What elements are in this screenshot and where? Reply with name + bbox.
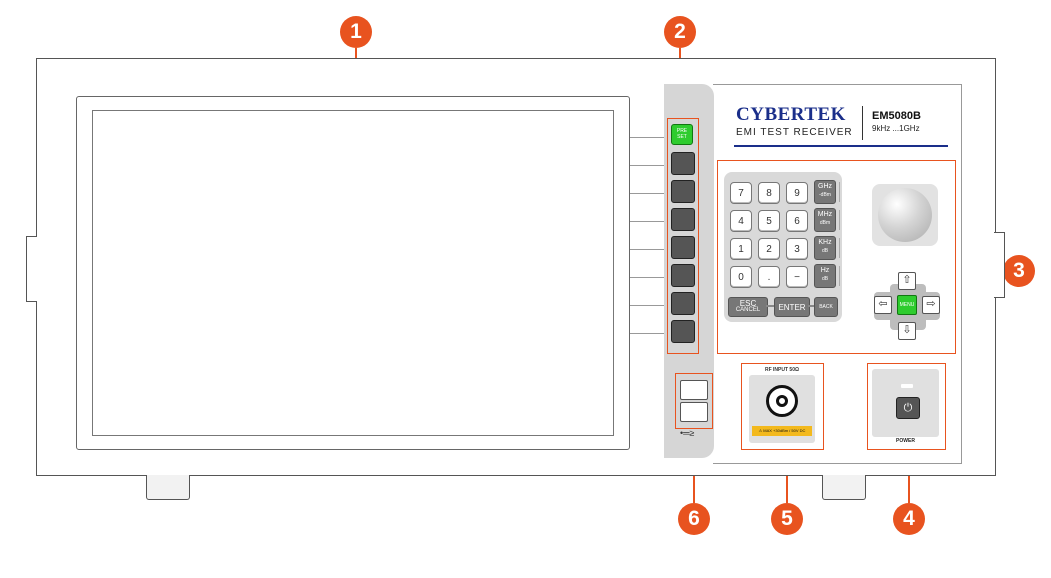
unit-key-mhz-line2: dBm bbox=[819, 220, 831, 226]
softkey-group-highlight bbox=[667, 118, 699, 354]
enter-key[interactable]: ENTER bbox=[774, 297, 810, 317]
softkey-3[interactable] bbox=[671, 208, 695, 231]
softkey-tick bbox=[630, 221, 668, 222]
key-5[interactable]: 5 bbox=[758, 210, 780, 232]
softkey-7[interactable] bbox=[671, 320, 695, 343]
rf-input-connector[interactable] bbox=[766, 385, 798, 417]
unit-key-khz[interactable]: KHz dB bbox=[814, 236, 836, 260]
cancel-label: CANCEL bbox=[735, 307, 761, 313]
display-screen bbox=[92, 110, 614, 436]
softkey-5[interactable] bbox=[671, 264, 695, 287]
usb-port-1[interactable] bbox=[680, 380, 708, 400]
right-handle bbox=[994, 232, 1005, 298]
arrow-up-button[interactable]: ⇧ bbox=[898, 272, 916, 290]
arrow-left-button[interactable]: ⇦ bbox=[874, 296, 892, 314]
key-connector bbox=[808, 305, 814, 307]
callout-5: 5 bbox=[771, 503, 803, 535]
unit-annotation bbox=[839, 182, 846, 202]
softkey-2[interactable] bbox=[671, 180, 695, 203]
unit-annotation bbox=[839, 266, 846, 286]
callout-2: 2 bbox=[664, 16, 696, 48]
softkey-4[interactable] bbox=[671, 236, 695, 259]
unit-annotation bbox=[839, 238, 846, 258]
rf-connector-pin bbox=[776, 395, 788, 407]
power-highlight bbox=[867, 363, 946, 450]
brand-underline bbox=[734, 145, 948, 147]
right-foot bbox=[822, 475, 866, 500]
key-1[interactable]: 1 bbox=[730, 238, 752, 260]
arrow-down-button[interactable]: ⇩ bbox=[898, 322, 916, 340]
softkey-tick bbox=[630, 249, 668, 250]
key-3[interactable]: 3 bbox=[786, 238, 808, 260]
power-button[interactable]: ⏻ bbox=[896, 397, 920, 419]
usb-highlight bbox=[675, 373, 713, 429]
rf-input-warning: ⚠ MAX +30dBm / 50V DC bbox=[752, 426, 812, 436]
brand-divider bbox=[862, 106, 863, 140]
unit-key-mhz[interactable]: MHz dBm bbox=[814, 208, 836, 232]
brand-subtitle: EMI TEST RECEIVER bbox=[736, 127, 853, 138]
softkey-1[interactable] bbox=[671, 152, 695, 175]
usb-icon: •═≥ bbox=[680, 428, 695, 438]
menu-button[interactable]: MENU bbox=[897, 295, 917, 315]
frequency-range: 9kHz ...1GHz bbox=[872, 124, 920, 133]
esc-label: ESC bbox=[739, 299, 757, 308]
unit-key-ghz-line2: -dBm bbox=[819, 192, 831, 198]
rf-input-highlight bbox=[741, 363, 824, 450]
key-0[interactable]: 0 bbox=[730, 266, 752, 288]
unit-key-khz-line2: dB bbox=[821, 248, 829, 254]
esc-cancel-key[interactable]: ESC CANCEL bbox=[728, 297, 768, 317]
usb-port-2[interactable] bbox=[680, 402, 708, 422]
softkey-tick bbox=[630, 333, 668, 334]
keypad-highlight bbox=[717, 160, 956, 354]
softkey-tick bbox=[630, 137, 668, 138]
front-panel-frame bbox=[713, 84, 962, 464]
key-2[interactable]: 2 bbox=[758, 238, 780, 260]
key-minus[interactable]: − bbox=[786, 266, 808, 288]
left-handle bbox=[26, 236, 37, 302]
key-6[interactable]: 6 bbox=[786, 210, 808, 232]
key-9[interactable]: 9 bbox=[786, 182, 808, 204]
unit-key-khz-line1: KHz bbox=[818, 239, 832, 246]
softkey-6[interactable] bbox=[671, 292, 695, 315]
preset-key[interactable]: PRE SET bbox=[671, 124, 693, 145]
key-connector bbox=[766, 305, 774, 307]
key-7[interactable]: 7 bbox=[730, 182, 752, 204]
unit-key-mhz-line1: MHz bbox=[817, 211, 833, 218]
unit-key-hz-line1: Hz bbox=[820, 267, 830, 274]
rotary-knob[interactable] bbox=[878, 188, 932, 242]
key-decimal[interactable]: . bbox=[758, 266, 780, 288]
model-number: EM5080B bbox=[872, 110, 921, 122]
left-foot bbox=[146, 475, 190, 500]
back-key[interactable]: BACK bbox=[814, 297, 838, 317]
callout-3: 3 bbox=[1003, 255, 1035, 287]
softkey-tick bbox=[630, 193, 668, 194]
unit-key-ghz-line1: GHz bbox=[818, 183, 832, 190]
callout-4: 4 bbox=[893, 503, 925, 535]
unit-annotation bbox=[839, 210, 846, 230]
rf-input-label: RF INPUT 50Ω bbox=[764, 367, 799, 373]
softkey-tick bbox=[630, 165, 668, 166]
softkey-tick bbox=[630, 305, 668, 306]
unit-key-hz-line2: dB bbox=[821, 276, 829, 282]
unit-key-hz[interactable]: Hz dB bbox=[814, 264, 836, 288]
brand-name: CYBERTEK bbox=[736, 104, 846, 125]
key-8[interactable]: 8 bbox=[758, 182, 780, 204]
arrow-right-button[interactable]: ⇨ bbox=[922, 296, 940, 314]
key-4[interactable]: 4 bbox=[730, 210, 752, 232]
callout-6: 6 bbox=[678, 503, 710, 535]
callout-1: 1 bbox=[340, 16, 372, 48]
power-label: POWER bbox=[896, 438, 915, 444]
softkey-tick bbox=[630, 277, 668, 278]
unit-key-ghz[interactable]: GHz -dBm bbox=[814, 180, 836, 204]
power-indicator-led bbox=[901, 384, 913, 388]
